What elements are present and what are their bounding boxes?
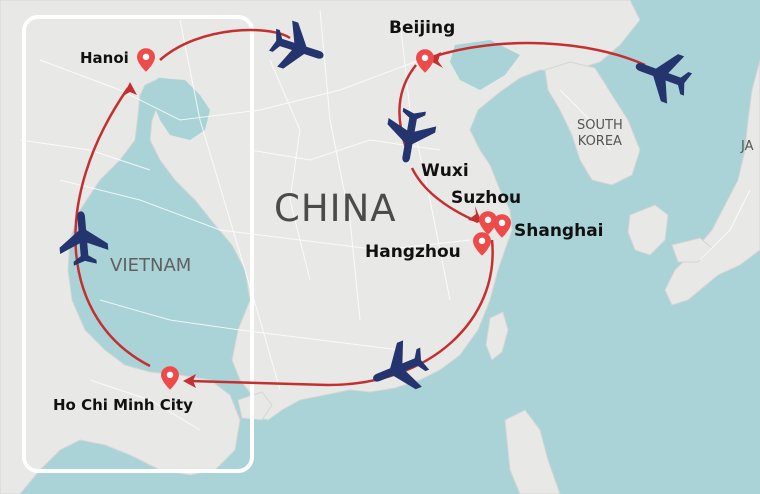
mainland-land xyxy=(0,0,641,494)
vietnam-highlight-box xyxy=(22,15,254,473)
arrowhead-hcmc xyxy=(183,374,196,388)
country-label-south-korea-line2: KOREA xyxy=(577,133,622,149)
arrowhead-beijing xyxy=(427,52,443,68)
city-label-beijing: Beijing xyxy=(389,18,456,38)
country-label-china: CHINA xyxy=(274,187,397,230)
city-label-wuxi: Wuxi xyxy=(421,161,469,181)
country-label-south-korea: SOUTH KOREA xyxy=(577,118,623,149)
hainan-land xyxy=(237,391,273,421)
taiwan-land xyxy=(485,311,509,361)
city-label-suzhou: Suzhou xyxy=(451,188,522,208)
gulf-of-tonkin xyxy=(152,78,210,140)
route-shanghai-to-south xyxy=(189,239,494,387)
city-label-shanghai: Shanghai xyxy=(514,221,604,241)
route-hcmc-to-hanoi xyxy=(74,87,151,368)
bohai-sea xyxy=(450,40,520,90)
city-label-ho-chi-minh-city: Ho Chi Minh City xyxy=(53,396,193,414)
kyushu-land xyxy=(627,204,669,256)
route-arrowheads xyxy=(123,52,482,388)
japan-land xyxy=(664,59,760,306)
arrowhead-shanghai xyxy=(468,206,482,223)
route-hanoi-to-beijing xyxy=(159,28,291,61)
country-label-vietnam: VIETNAM xyxy=(110,255,192,276)
philippines-land xyxy=(504,409,561,494)
road-network xyxy=(19,9,751,431)
country-label-south-korea-line1: SOUTH xyxy=(577,118,623,133)
route-korea-to-beijing xyxy=(431,41,646,67)
city-label-hangzhou: Hangzhou xyxy=(365,242,461,262)
arrowhead-hanoi xyxy=(123,82,137,96)
city-label-hanoi: Hanoi xyxy=(80,49,129,67)
country-label-japan: JA xyxy=(741,139,754,154)
